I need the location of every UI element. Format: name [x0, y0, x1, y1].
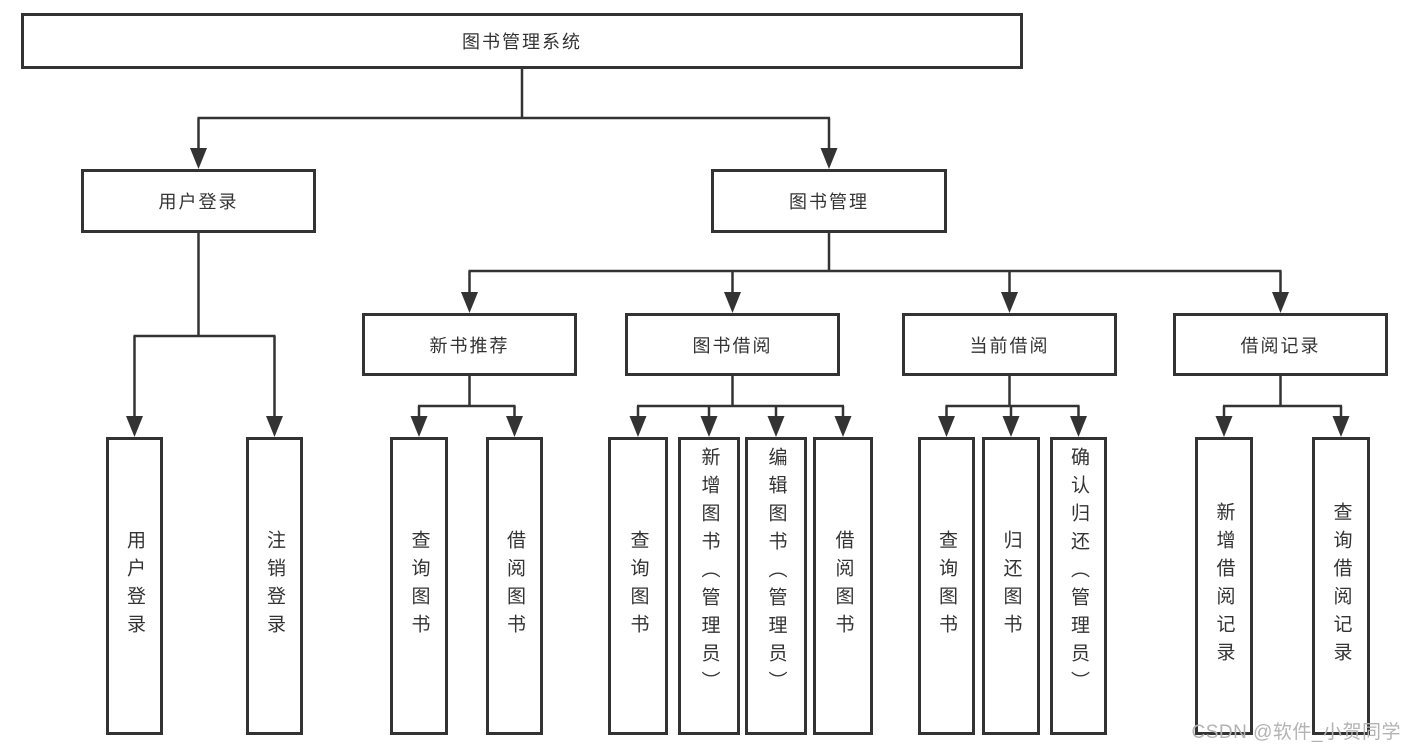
leaf-edit-books-admin: 编辑图书（管理员）: [745, 437, 807, 735]
leaf-label: 编辑图书（管理员）: [765, 447, 787, 699]
csdn-watermark: CSDN @软件_小贺同学: [1191, 722, 1401, 743]
leaf-add-books-admin: 新增图书（管理员）: [678, 437, 740, 735]
arrowheads: [126, 148, 1350, 437]
node-user-login: 用户登录: [81, 169, 316, 233]
node-book-borrow: 图书借阅: [625, 313, 840, 376]
leaf-user-login: 用户登录: [106, 437, 163, 735]
node-book-management: 图书管理: [711, 169, 947, 233]
node-current-borrow: 当前借阅: [902, 313, 1117, 376]
node-borrow-records: 借阅记录: [1173, 313, 1388, 376]
leaf-label: 查询图书: [408, 530, 430, 642]
leaf-logout: 注销登录: [246, 437, 303, 735]
leaf-label: 注销登录: [264, 530, 285, 642]
leaf-label: 新增图书（管理员）: [698, 447, 720, 699]
leaf-label: 查询图书: [627, 530, 649, 642]
leaf-add-borrow-record: 新增借阅记录: [1195, 437, 1253, 735]
leaf-label: 新增借阅记录: [1213, 502, 1235, 670]
leaf-query-books-2: 查询图书: [608, 437, 668, 735]
leaf-borrow-books-2: 借阅图书: [813, 437, 873, 735]
node-root-system: 图书管理系统: [21, 13, 1023, 69]
leaf-label: 查询图书: [936, 530, 957, 642]
node-new-book-recommend: 新书推荐: [362, 313, 577, 376]
leaf-query-books-1: 查询图书: [390, 437, 448, 735]
leaf-label: 借阅图书: [832, 530, 854, 642]
leaf-label: 借阅图书: [504, 530, 525, 642]
leaf-confirm-return-admin: 确认归还（管理员）: [1050, 437, 1107, 735]
leaf-query-borrow-record: 查询借阅记录: [1312, 437, 1370, 735]
leaf-query-books-3: 查询图书: [918, 437, 975, 735]
leaf-label: 归还图书: [1000, 530, 1022, 642]
leaf-return-books: 归还图书: [982, 437, 1040, 735]
leaf-label: 用户登录: [124, 530, 145, 642]
leaf-borrow-books-1: 借阅图书: [486, 437, 543, 735]
leaf-label: 确认归还（管理员）: [1068, 447, 1089, 699]
leaf-label: 查询借阅记录: [1330, 502, 1352, 670]
